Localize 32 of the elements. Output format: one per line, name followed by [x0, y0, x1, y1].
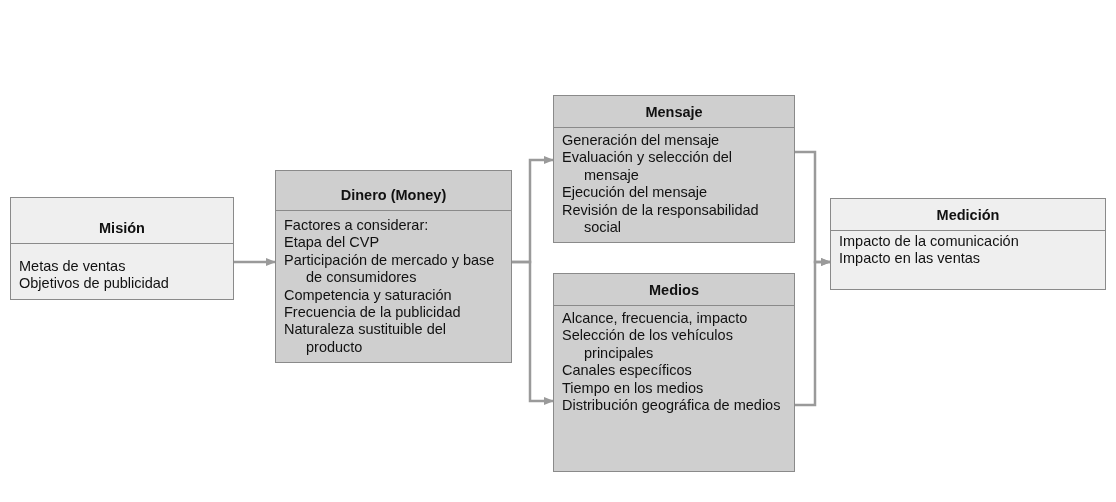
list-item: Ejecución del mensaje [562, 184, 709, 202]
process-box [553, 95, 795, 244]
list-item: Alcance, frecuencia, impacto [562, 310, 749, 328]
list-item: Etapa del CVP [284, 234, 381, 252]
list-item: Objetivos de publicidad [19, 275, 170, 293]
connector-arrow [795, 258, 831, 407]
list-item: Metas de ventas [19, 258, 127, 276]
process-box [553, 273, 795, 472]
process-box [10, 197, 234, 300]
connector-arrow [512, 260, 554, 405]
list-item: Factores a considerar: [284, 217, 430, 235]
process-box [830, 198, 1106, 290]
list-item: Canales específicos [562, 362, 693, 380]
box-heading: Misión [99, 219, 145, 237]
process-box [275, 170, 512, 364]
list-item: Naturaleza sustituible del producto [284, 321, 447, 357]
list-item: Distribución geográfica de medios [562, 396, 782, 415]
list-item: Impacto de la comunicación [839, 233, 1020, 251]
connector-arrow [234, 258, 276, 266]
list-item: Selección de los vehículos principales [562, 327, 734, 363]
list-item: Evaluación y selección del mensaje [562, 149, 734, 185]
list-item: Competencia y saturación [284, 286, 453, 304]
list-item: Frecuencia de la publicidad [284, 303, 462, 322]
box-heading: Mensaje [645, 103, 703, 121]
list-item: Participación de mercado y base de consumidores [284, 251, 496, 287]
list-item: Revisión de la responsabilidad social [562, 201, 760, 237]
list-item: Tiempo en los medios [562, 379, 705, 397]
box-heading: Dinero (Money) [340, 186, 447, 204]
list-item: Impacto en las ventas [839, 250, 982, 268]
box-heading: Medios [649, 281, 699, 299]
list-item: Generación del mensaje [562, 132, 721, 150]
box-heading: Medición [936, 206, 1000, 224]
